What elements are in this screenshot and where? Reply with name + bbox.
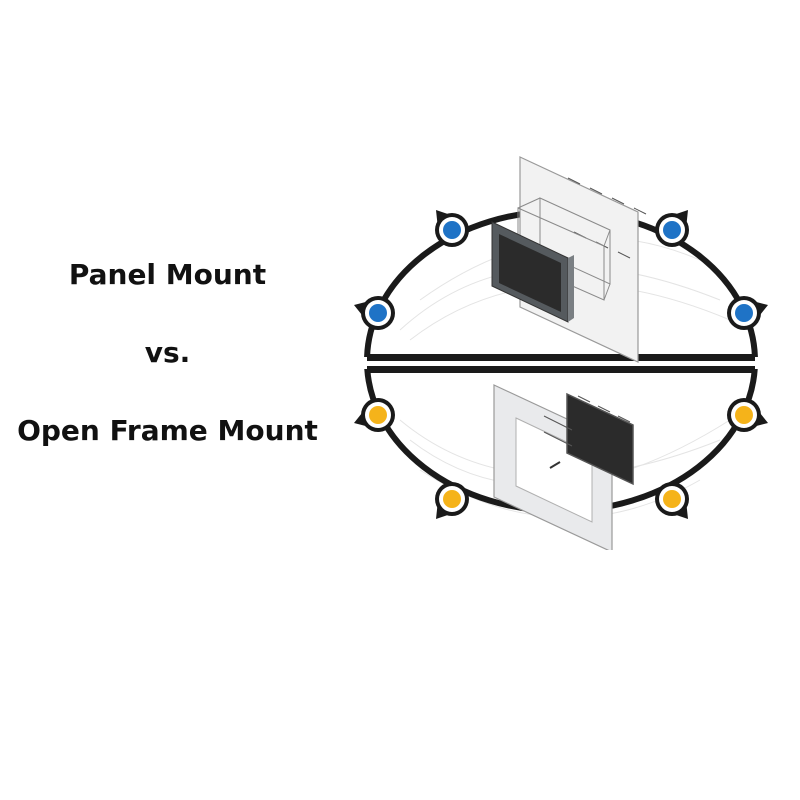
title-panel-mount: Panel Mount [68, 258, 267, 291]
yellow-dot-icon [435, 482, 469, 519]
yellow-dot-icon [354, 398, 395, 432]
yellow-dot-icon [727, 398, 768, 432]
title-vs: vs. [144, 336, 191, 369]
title-open-frame-mount: Open Frame Mount [17, 414, 318, 447]
panel-mount-illustration [491, 156, 647, 363]
blue-dot-icon [727, 296, 768, 330]
blue-dot-icon [354, 296, 395, 330]
divider-bar-lower [367, 366, 755, 373]
divider-bar-upper [367, 354, 755, 361]
yellow-dot-icon [655, 482, 689, 519]
display-screen [499, 234, 561, 312]
blue-dot-icon [655, 210, 689, 247]
open-frame-illustration [493, 384, 634, 550]
mount-comparison-diagram [354, 156, 768, 550]
open-frame-display [566, 392, 634, 486]
blue-dot-icon [435, 210, 469, 247]
